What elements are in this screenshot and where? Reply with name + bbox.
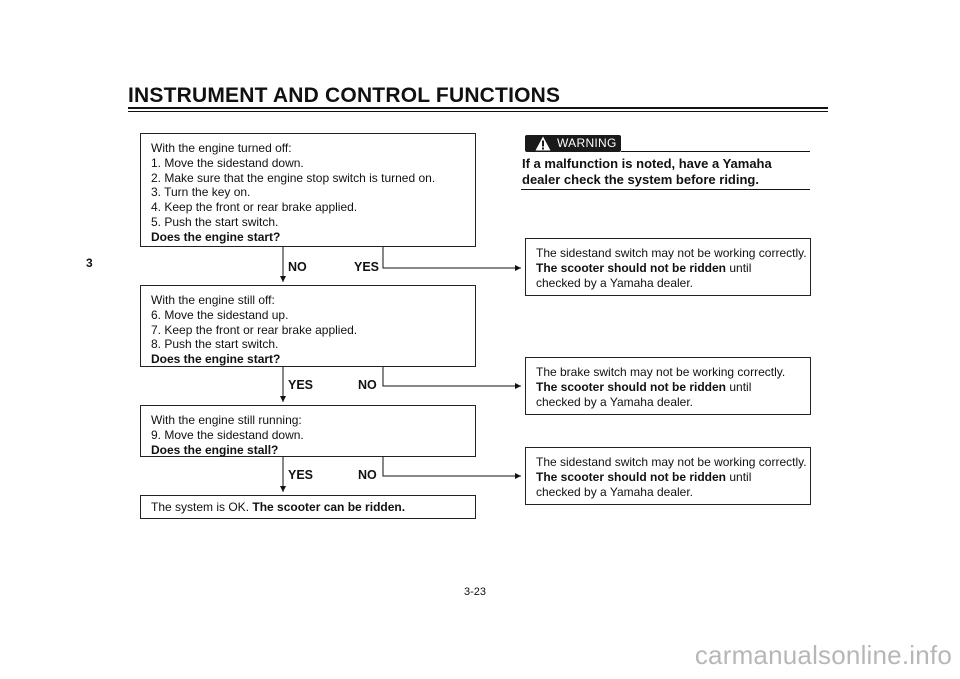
outcome1-after: until <box>726 260 752 275</box>
warning-triangle-icon <box>535 136 551 156</box>
step2-question: Does the engine start? <box>151 352 281 367</box>
outcome1-line: The sidestand switch may not be working … <box>536 246 807 260</box>
section-tab: 3 <box>86 256 93 270</box>
outcome2-line: The brake switch may not be working corr… <box>536 365 786 379</box>
title-rule-thin <box>128 111 828 112</box>
step1-line: 5. Push the start switch. <box>151 214 279 229</box>
watermark: carmanualsonline.info <box>694 640 952 670</box>
outcome3-box: The sidestand switch may not be working … <box>525 447 811 505</box>
step1-line: 2. Make sure that the engine stop switch… <box>151 170 436 185</box>
result-ok-text: The system is OK. <box>151 500 253 514</box>
outcome3-line: The sidestand switch may not be working … <box>536 455 807 469</box>
page-number: 3-23 <box>464 586 487 598</box>
warning-badge: WARNING <box>525 135 621 152</box>
warning-rule-top <box>621 151 810 152</box>
step2-line: 7. Keep the front or rear brake applied. <box>151 322 358 337</box>
step3-question: Does the engine stall? <box>151 442 279 457</box>
connector-step1-right <box>382 247 521 271</box>
outcome3-after: until <box>726 469 752 484</box>
connector-step2-right <box>382 367 521 389</box>
outcome1-box: The sidestand switch may not be working … <box>525 238 811 296</box>
step3-box: With the engine still running: 9. Move t… <box>140 405 476 457</box>
step3-down-label: YES <box>288 468 314 482</box>
result-ok-bold: The scooter can be ridden. <box>252 500 406 514</box>
step2-line: 8. Push the start switch. <box>151 337 279 352</box>
connector-step3-right <box>382 457 521 479</box>
step3-line: With the engine still running: <box>151 413 302 427</box>
step3-right-label: NO <box>358 468 377 482</box>
title-rule <box>128 107 828 109</box>
step1-down-label: NO <box>288 260 307 274</box>
outcome2-line: checked by a Yamaha dealer. <box>536 394 693 409</box>
step1-box: With the engine turned off: 1. Move the … <box>140 133 476 247</box>
step2-line: With the engine still off: <box>151 293 275 307</box>
step2-box: With the engine still off: 6. Move the s… <box>140 285 476 367</box>
outcome3-bold: The scooter should not be ridden <box>536 469 727 484</box>
result-ok-box: The system is OK. The scooter can be rid… <box>140 495 476 519</box>
outcome1-line: checked by a Yamaha dealer. <box>536 275 693 290</box>
step2-right-label: NO <box>358 378 377 392</box>
outcome1-bold: The scooter should not be ridden <box>536 260 727 275</box>
step1-line: 3. Turn the key on. <box>151 185 251 200</box>
outcome2-after: until <box>726 379 752 394</box>
step1-line: With the engine turned off: <box>151 141 292 155</box>
step1-line: 4. Keep the front or rear brake applied. <box>151 200 358 215</box>
page-title: INSTRUMENT AND CONTROL FUNCTIONS <box>128 84 561 107</box>
step1-right-label: YES <box>354 260 380 274</box>
step1-line: 1. Move the sidestand down. <box>151 155 304 170</box>
step2-down-label: YES <box>288 378 314 392</box>
step2-line: 6. Move the sidestand up. <box>151 307 289 322</box>
step1-question: Does the engine start? <box>151 229 281 244</box>
outcome2-bold: The scooter should not be ridden <box>536 379 727 394</box>
outcome3-line: checked by a Yamaha dealer. <box>536 484 693 499</box>
warning-text: If a malfunction is noted, have a Yamaha… <box>522 156 772 187</box>
warning-rule-bottom <box>521 189 810 190</box>
step3-line: 9. Move the sidestand down. <box>151 427 304 442</box>
outcome2-box: The brake switch may not be working corr… <box>525 357 811 415</box>
warning-label: WARNING <box>557 136 617 150</box>
